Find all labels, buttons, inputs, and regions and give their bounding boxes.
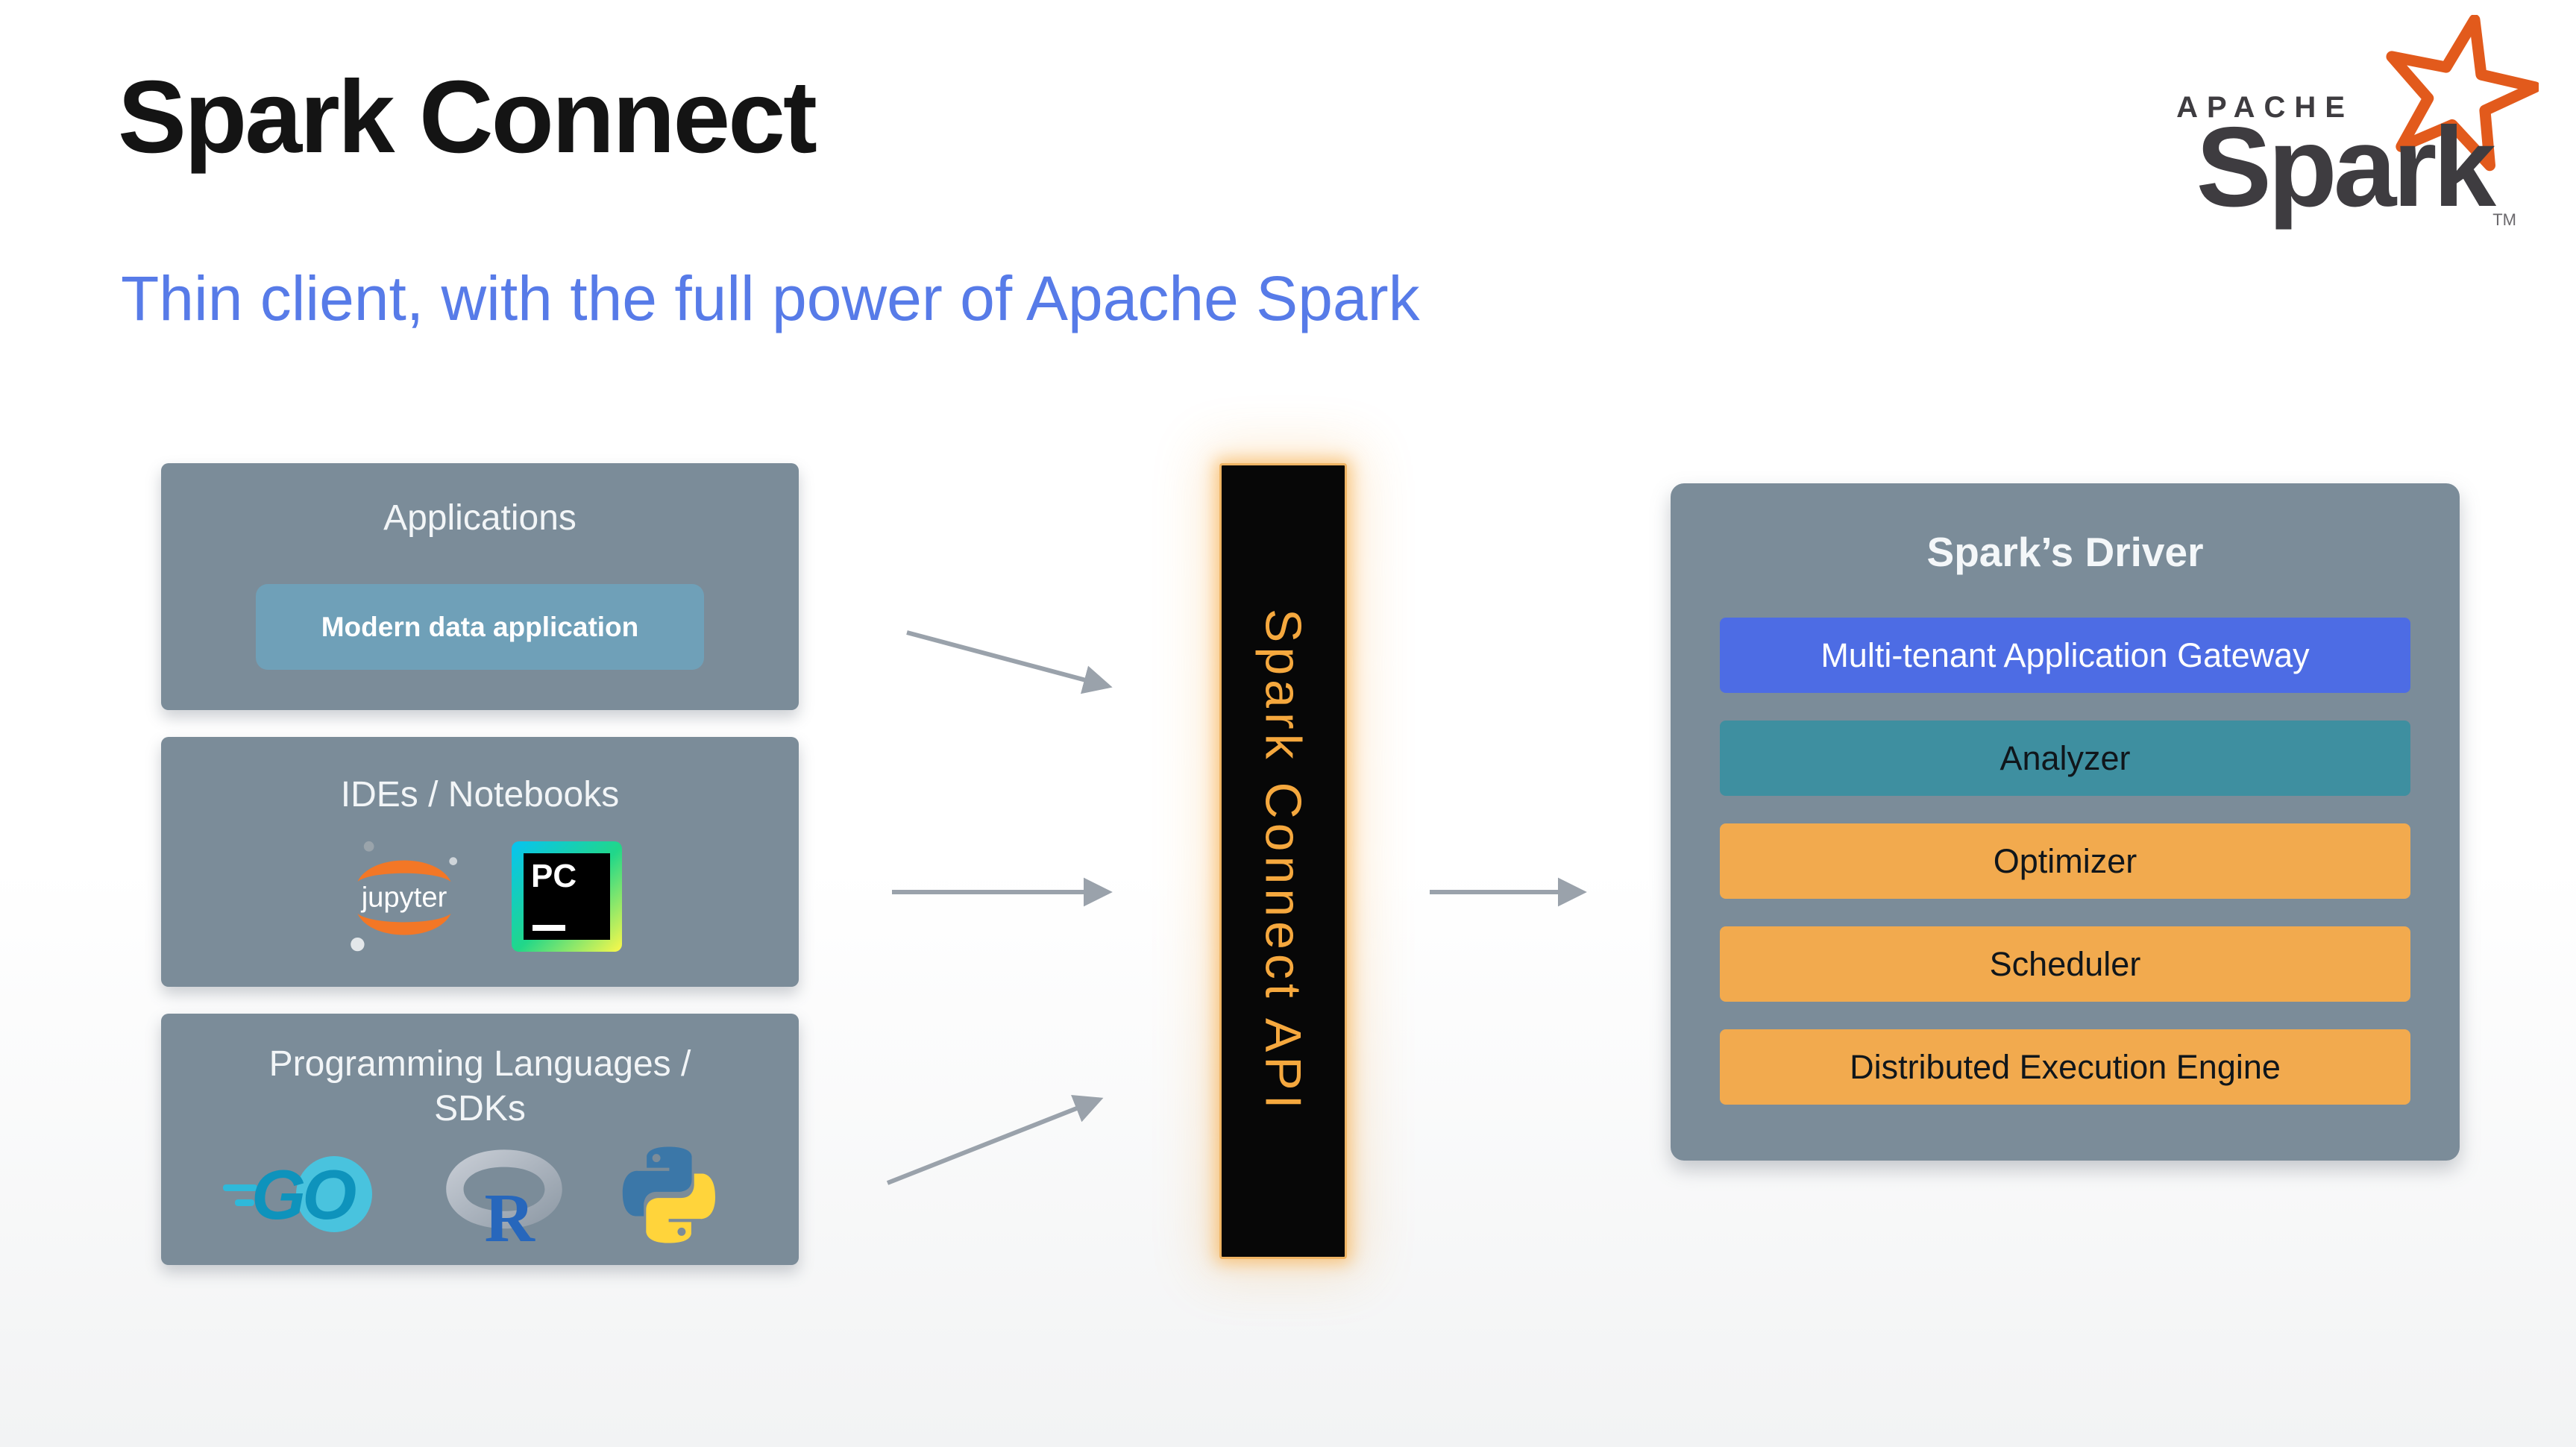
python-logo-icon — [622, 1146, 716, 1243]
jupyter-label: jupyter — [361, 882, 447, 914]
go-label: GO — [251, 1155, 356, 1234]
pycharm-underscore — [533, 925, 565, 931]
trademark-label: TM — [2492, 210, 2516, 229]
pycharm-logo-icon: PC — [512, 841, 622, 952]
spark-wordmark: Spark — [2196, 104, 2496, 230]
pycharm-inner-square: PC — [524, 853, 610, 940]
programming-languages-box: Programming Languages / SDKs GO — [161, 1014, 799, 1265]
pycharm-label: PC — [531, 858, 577, 894]
language-logos-row: GO R — [223, 1139, 725, 1251]
page-title: Spark Connect — [118, 60, 817, 175]
r-label: R — [485, 1180, 536, 1247]
driver-row-gateway: Multi-tenant Application Gateway — [1720, 618, 2410, 693]
driver-row-scheduler: Scheduler — [1720, 926, 2410, 1002]
flow-arrow-applications — [906, 630, 1113, 694]
apache-spark-star-icon — [2386, 15, 2539, 172]
spark-driver-title: Spark’s Driver — [1926, 529, 2204, 575]
apache-label: APACHE — [2176, 91, 2354, 124]
apache-spark-logo: APACHE Spark TM — [2099, 15, 2539, 246]
r-logo-icon: R — [446, 1149, 562, 1247]
driver-row-execution-engine: Distributed Execution Engine — [1720, 1029, 2410, 1105]
modern-data-application-chip: Modern data application — [256, 584, 704, 670]
applications-box: Applications Modern data application — [161, 463, 799, 710]
jupyter-logo-icon: jupyter — [351, 841, 458, 952]
slide-subtitle: Thin client, with the full power of Apac… — [121, 263, 1420, 333]
go-circle — [296, 1156, 372, 1232]
spark-driver-panel: Spark’s Driver Multi-tenant Application … — [1671, 483, 2460, 1161]
ides-notebooks-box: IDEs / Notebooks jupyter PC — [161, 737, 799, 987]
ide-logos-row: jupyter PC — [338, 834, 622, 959]
spark-connect-api-bar: Spark Connect API — [1219, 463, 1347, 1259]
flow-arrow-languages — [886, 1095, 1104, 1185]
go-speed-line — [223, 1184, 257, 1191]
driver-row-analyzer: Analyzer — [1720, 721, 2410, 796]
driver-row-optimizer: Optimizer — [1720, 823, 2410, 899]
programming-languages-title: Programming Languages / SDKs — [268, 1044, 691, 1129]
go-speed-line — [235, 1199, 254, 1206]
ides-notebooks-title: IDEs / Notebooks — [340, 775, 620, 814]
client-column: Applications Modern data application IDE… — [161, 463, 799, 1265]
go-logo-icon: GO — [223, 1153, 395, 1237]
spark-connect-api-label: Spark Connect API — [1254, 609, 1312, 1114]
driver-rows: Multi-tenant Application Gateway Analyze… — [1720, 618, 2410, 1105]
applications-title: Applications — [383, 498, 577, 538]
